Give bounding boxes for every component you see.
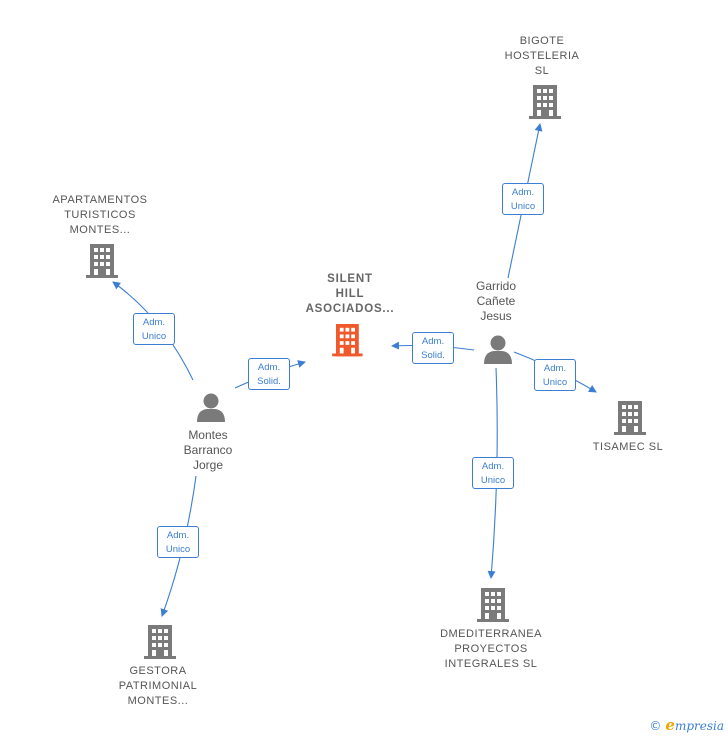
building-icon <box>614 401 646 435</box>
relation-badge-garrido-tisamec[interactable]: Adm. Unico <box>534 359 576 391</box>
relation-role: Unico <box>542 377 568 388</box>
company-label-tisamec[interactable]: TISAMEC SL <box>592 441 664 453</box>
relation-type: Adm. <box>257 362 281 373</box>
relation-type: Adm. <box>481 461 505 472</box>
relation-badge-garrido-dmediterranea[interactable]: Adm. Unico <box>472 457 514 489</box>
building-icon <box>529 85 561 119</box>
company-label-gestora[interactable]: GESTORA PATRIMONIAL MONTES... <box>118 665 198 707</box>
relation-role: Unico <box>480 475 506 486</box>
relation-badge-montes-main[interactable]: Adm. Solid. <box>248 358 290 390</box>
person-icon <box>484 335 512 364</box>
relation-role: Solid. <box>257 376 281 387</box>
company-label-apartamentos[interactable]: APARTAMENTOS TURISTICOS MONTES... <box>52 194 148 236</box>
person-label-montes[interactable]: Montes Barranco Jorge <box>183 428 233 472</box>
relation-type: Adm. <box>142 317 166 328</box>
building-icon <box>144 625 176 659</box>
brand-watermark[interactable]: ©empresia <box>649 716 724 734</box>
company-label-dmediterranea[interactable]: DMEDITERRANEA PROYECTOS INTEGRALES SL <box>440 628 542 670</box>
relation-role: Solid. <box>421 350 445 361</box>
relation-badge-montes-apartamentos[interactable]: Adm. Unico <box>133 313 175 345</box>
relation-type: Adm. <box>511 187 535 198</box>
brand-logo-initial: e <box>665 716 675 734</box>
relation-type: Adm. <box>166 530 190 541</box>
person-icon <box>197 393 225 422</box>
relation-badge-montes-gestora[interactable]: Adm. Unico <box>157 526 199 558</box>
relation-role: Unico <box>141 331 167 342</box>
building-icon <box>86 244 118 278</box>
building-icon <box>477 588 509 622</box>
relation-type: Adm. <box>543 363 567 374</box>
person-label-garrido[interactable]: Garrido Cañete Jesus <box>475 279 516 323</box>
relation-badge-garrido-bigote[interactable]: Adm. Unico <box>502 183 544 215</box>
relation-badge-garrido-main[interactable]: Adm. Solid. <box>412 332 454 364</box>
brand-name: mpresia <box>674 719 724 733</box>
copyright-symbol: © <box>649 719 662 733</box>
relation-type: Adm. <box>421 336 445 347</box>
company-label-bigote[interactable]: BIGOTE HOSTELERIA SL <box>504 35 580 77</box>
relation-role: Unico <box>165 544 191 555</box>
building-icon <box>332 324 363 357</box>
relation-role: Unico <box>510 201 536 212</box>
main-company-label[interactable]: SILENT HILL ASOCIADOS... <box>305 273 395 315</box>
